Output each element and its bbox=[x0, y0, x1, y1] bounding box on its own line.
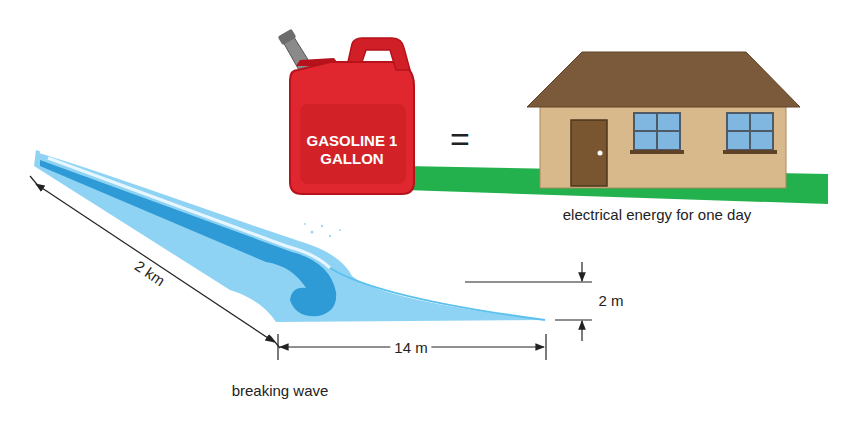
house bbox=[527, 52, 800, 188]
equals-sign: = bbox=[450, 120, 470, 159]
breaking-wave bbox=[34, 150, 545, 322]
dimension-14m bbox=[278, 334, 546, 360]
gasoline-can bbox=[278, 29, 414, 194]
dimension-label: 14 m bbox=[390, 339, 431, 356]
wave-caption: breaking wave bbox=[232, 382, 329, 399]
house-caption: electrical energy for one day bbox=[563, 206, 751, 223]
dimension-2m bbox=[465, 262, 592, 341]
node-text: GASOLINE 1 GALLON bbox=[302, 132, 402, 168]
dimension-label: 2 km bbox=[128, 255, 171, 292]
can-label: GASOLINE 1 GALLON bbox=[300, 128, 404, 172]
dimension-2km bbox=[30, 176, 280, 348]
dimension-label: 2 m bbox=[598, 292, 623, 309]
